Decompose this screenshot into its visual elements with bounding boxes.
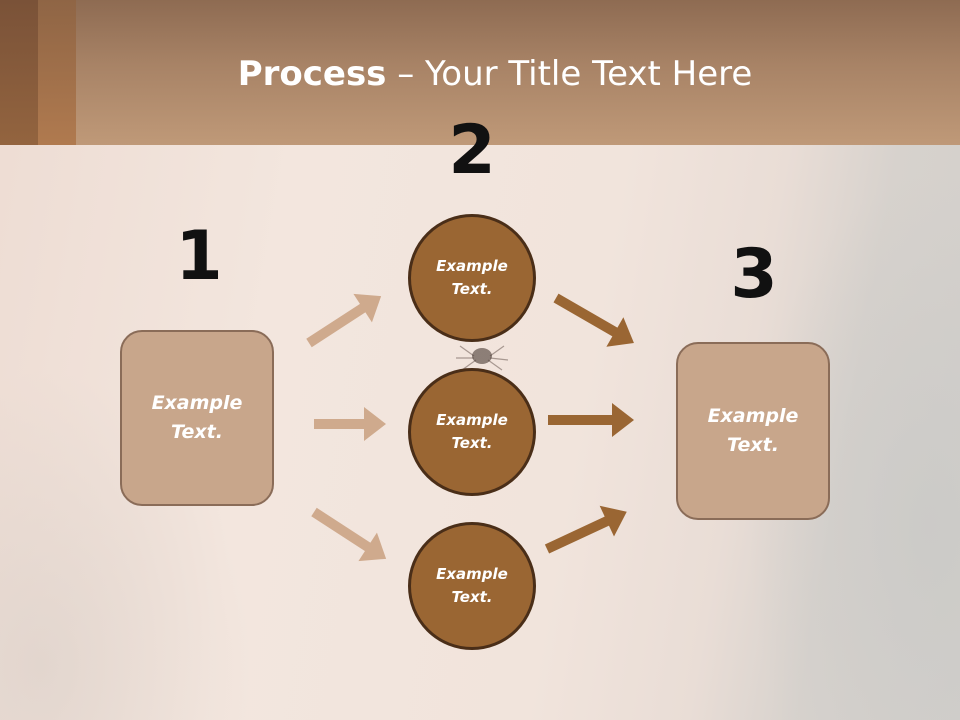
tick-insect-icon: [456, 345, 509, 371]
step-3-box: Example Text.: [676, 342, 830, 520]
circle-2-label: Example Text.: [436, 411, 508, 452]
header-stripe: [38, 0, 76, 145]
arrow-icon: [311, 507, 387, 562]
arrow-icon: [553, 293, 634, 347]
title-bold: Process: [237, 54, 387, 94]
arrow-icon: [314, 407, 386, 441]
header-stripe: [0, 0, 38, 145]
step-number-2: 2: [448, 111, 496, 190]
arrow-icon: [306, 293, 382, 348]
arrow-icon: [548, 403, 634, 437]
step-2-circle-2: Example Text.: [408, 368, 536, 496]
arrow-icon: [544, 505, 627, 554]
step-1-box: Example Text.: [120, 330, 274, 506]
step-number-3: 3: [730, 235, 778, 314]
step-2-circle-1: Example Text.: [408, 214, 536, 342]
step-number-1: 1: [175, 217, 223, 296]
step-2-circle-3: Example Text.: [408, 522, 536, 650]
title-rest: – Your Title Text Here: [386, 54, 753, 94]
circle-1-label: Example Text.: [436, 257, 508, 298]
step-1-label: Example Text.: [151, 392, 243, 443]
step-3-label: Example Text.: [707, 405, 799, 456]
circle-3-label: Example Text.: [436, 565, 508, 606]
header-band: Process – Your Title Text Here: [0, 0, 960, 145]
slide-title: Process – Your Title Text Here: [0, 52, 960, 96]
